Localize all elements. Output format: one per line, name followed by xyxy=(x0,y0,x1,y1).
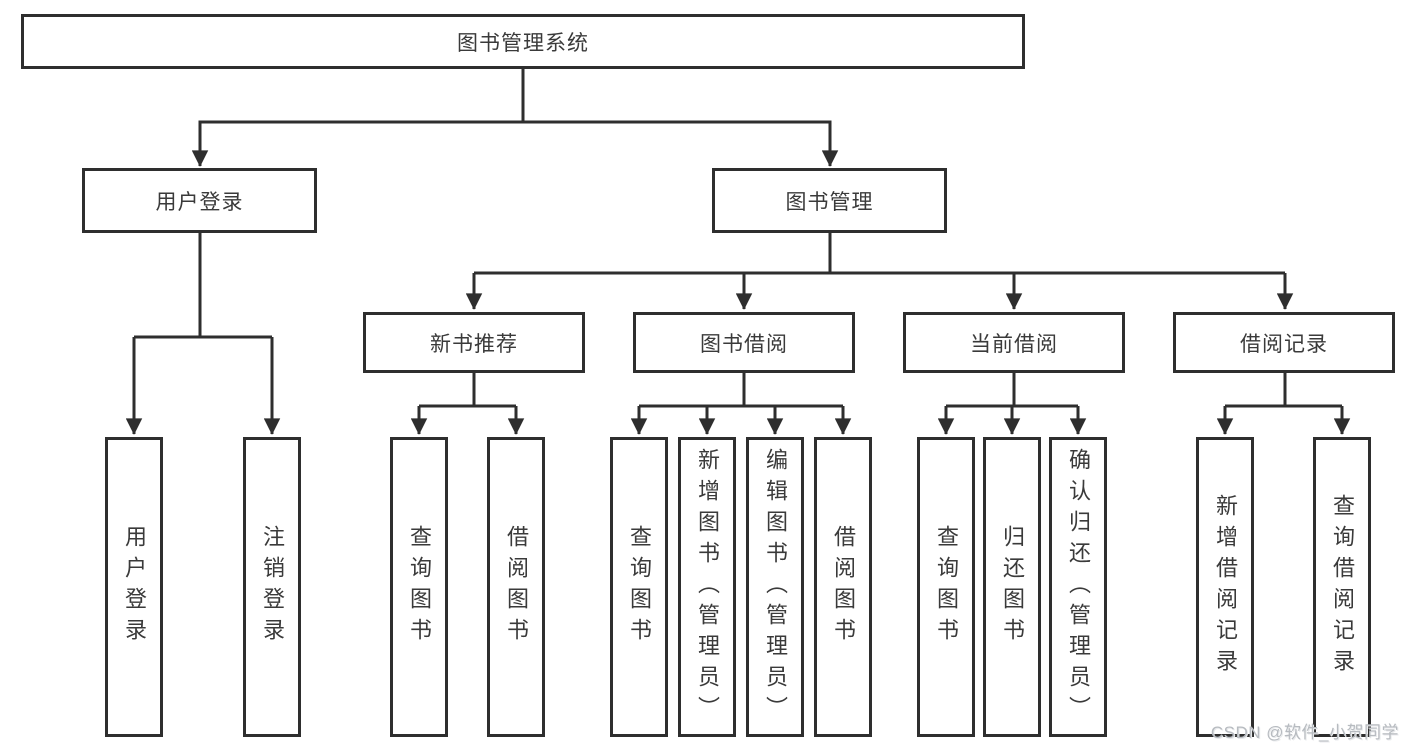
leaf-edit-books-admin-label: 编辑图书（管理员） xyxy=(763,447,788,727)
leaf-query-books-borrow: 查询图书 xyxy=(610,437,668,737)
leaf-user-login: 用户登录 xyxy=(105,437,163,737)
leaf-logout-label: 注销登录 xyxy=(260,525,285,649)
leaf-query-books-current-label: 查询图书 xyxy=(934,525,959,649)
leaf-borrow-books: 借阅图书 xyxy=(814,437,872,737)
node-current-borrow-label: 当前借阅 xyxy=(970,332,1058,356)
leaf-return-books: 归还图书 xyxy=(983,437,1041,737)
leaf-return-books-label: 归还图书 xyxy=(1000,525,1025,649)
node-new-book-recommend-label: 新书推荐 xyxy=(430,332,518,356)
leaf-query-books-recommend: 查询图书 xyxy=(390,437,448,737)
node-new-book-recommend: 新书推荐 xyxy=(363,312,585,373)
leaf-user-login-label: 用户登录 xyxy=(122,525,147,649)
leaf-add-books-admin-label: 新增图书（管理员） xyxy=(695,447,720,727)
node-current-borrow: 当前借阅 xyxy=(903,312,1125,373)
leaf-confirm-return-admin: 确认归还（管理员） xyxy=(1049,437,1107,737)
node-book-borrow-label: 图书借阅 xyxy=(700,332,788,356)
node-book-management-label: 图书管理 xyxy=(785,190,874,214)
leaf-query-borrow-record-label: 查询借阅记录 xyxy=(1330,494,1355,680)
csdn-watermark: CSDN @软件_小贺同学 xyxy=(1210,723,1399,742)
node-root-label: 图书管理系统 xyxy=(457,31,589,55)
node-book-borrow: 图书借阅 xyxy=(633,312,855,373)
node-user-login-label: 用户登录 xyxy=(155,190,244,214)
leaf-query-books-current: 查询图书 xyxy=(917,437,975,737)
node-book-management: 图书管理 xyxy=(712,168,947,233)
node-root: 图书管理系统 xyxy=(21,14,1025,69)
node-user-login: 用户登录 xyxy=(82,168,317,233)
leaf-logout: 注销登录 xyxy=(243,437,301,737)
leaf-borrow-books-label: 借阅图书 xyxy=(831,525,856,649)
leaf-confirm-return-admin-label: 确认归还（管理员） xyxy=(1066,447,1091,727)
node-borrow-records-label: 借阅记录 xyxy=(1240,332,1328,356)
leaf-query-books-recommend-label: 查询图书 xyxy=(407,525,432,649)
leaf-borrow-books-recommend-label: 借阅图书 xyxy=(504,525,529,649)
node-borrow-records: 借阅记录 xyxy=(1173,312,1395,373)
leaf-add-borrow-record-label: 新增借阅记录 xyxy=(1213,494,1238,680)
leaf-edit-books-admin: 编辑图书（管理员） xyxy=(746,437,804,737)
leaf-query-borrow-record: 查询借阅记录 xyxy=(1313,437,1371,737)
leaf-query-books-borrow-label: 查询图书 xyxy=(627,525,652,649)
leaf-borrow-books-recommend: 借阅图书 xyxy=(487,437,545,737)
leaf-add-books-admin: 新增图书（管理员） xyxy=(678,437,736,737)
leaf-add-borrow-record: 新增借阅记录 xyxy=(1196,437,1254,737)
